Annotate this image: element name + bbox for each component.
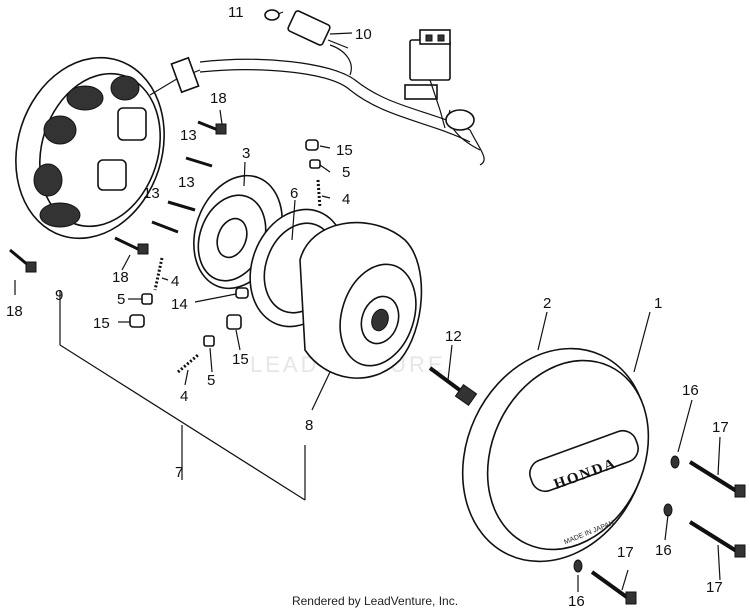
leader-lines bbox=[14, 11, 721, 592]
footer-text: Rendered by LeadVenture, Inc. bbox=[291, 594, 459, 608]
callout-9: 9 bbox=[55, 287, 63, 304]
callout-15a: 15 bbox=[336, 142, 353, 159]
callout-10: 10 bbox=[355, 26, 372, 43]
callout-6: 6 bbox=[290, 185, 298, 202]
o-ring-part-11 bbox=[264, 9, 280, 21]
callout-4c: 4 bbox=[180, 388, 188, 405]
callout-5c: 5 bbox=[207, 372, 215, 389]
sensor-part-10 bbox=[287, 10, 349, 49]
callout-15c: 15 bbox=[232, 351, 249, 368]
callout-8: 8 bbox=[305, 417, 313, 434]
callout-16a: 16 bbox=[682, 382, 699, 399]
callout-17a: 17 bbox=[712, 419, 729, 436]
callout-17b: 17 bbox=[706, 579, 723, 596]
bolts bbox=[9, 120, 746, 605]
callout-16c: 16 bbox=[568, 593, 585, 610]
callout-4a: 4 bbox=[342, 191, 350, 208]
callout-11: 11 bbox=[228, 4, 244, 21]
callout-5a: 5 bbox=[342, 164, 350, 181]
callout-18a: 18 bbox=[210, 90, 227, 107]
pulser-rotor-part-3 bbox=[193, 174, 283, 290]
callout-5b: 5 bbox=[117, 291, 125, 308]
stator-part-9 bbox=[15, 56, 201, 240]
callout-4b: 4 bbox=[171, 273, 179, 290]
callout-17c: 17 bbox=[617, 544, 634, 561]
callout-15b: 15 bbox=[93, 315, 110, 332]
callout-1: 1 bbox=[654, 295, 662, 312]
callout-2: 2 bbox=[543, 295, 551, 312]
callout-13b: 13 bbox=[143, 185, 160, 202]
housing-part-8 bbox=[299, 221, 423, 379]
callout-12: 12 bbox=[445, 328, 462, 345]
callout-13a: 13 bbox=[180, 127, 197, 144]
cover-part-1: HONDA MADE IN JAPAN bbox=[461, 347, 650, 563]
callout-7: 7 bbox=[175, 464, 183, 481]
wire-harness bbox=[199, 44, 485, 166]
callout-18c: 18 bbox=[6, 303, 23, 320]
callout-13c: 13 bbox=[178, 174, 195, 191]
callouts: 1 2 3 4 4 4 5 5 5 6 7 8 9 10 11 12 13 13… bbox=[6, 4, 729, 610]
callout-18b: 18 bbox=[112, 269, 129, 286]
callout-14: 14 bbox=[171, 296, 188, 313]
callout-16b: 16 bbox=[655, 542, 672, 559]
callout-3: 3 bbox=[242, 145, 250, 162]
connector-block bbox=[404, 29, 475, 131]
